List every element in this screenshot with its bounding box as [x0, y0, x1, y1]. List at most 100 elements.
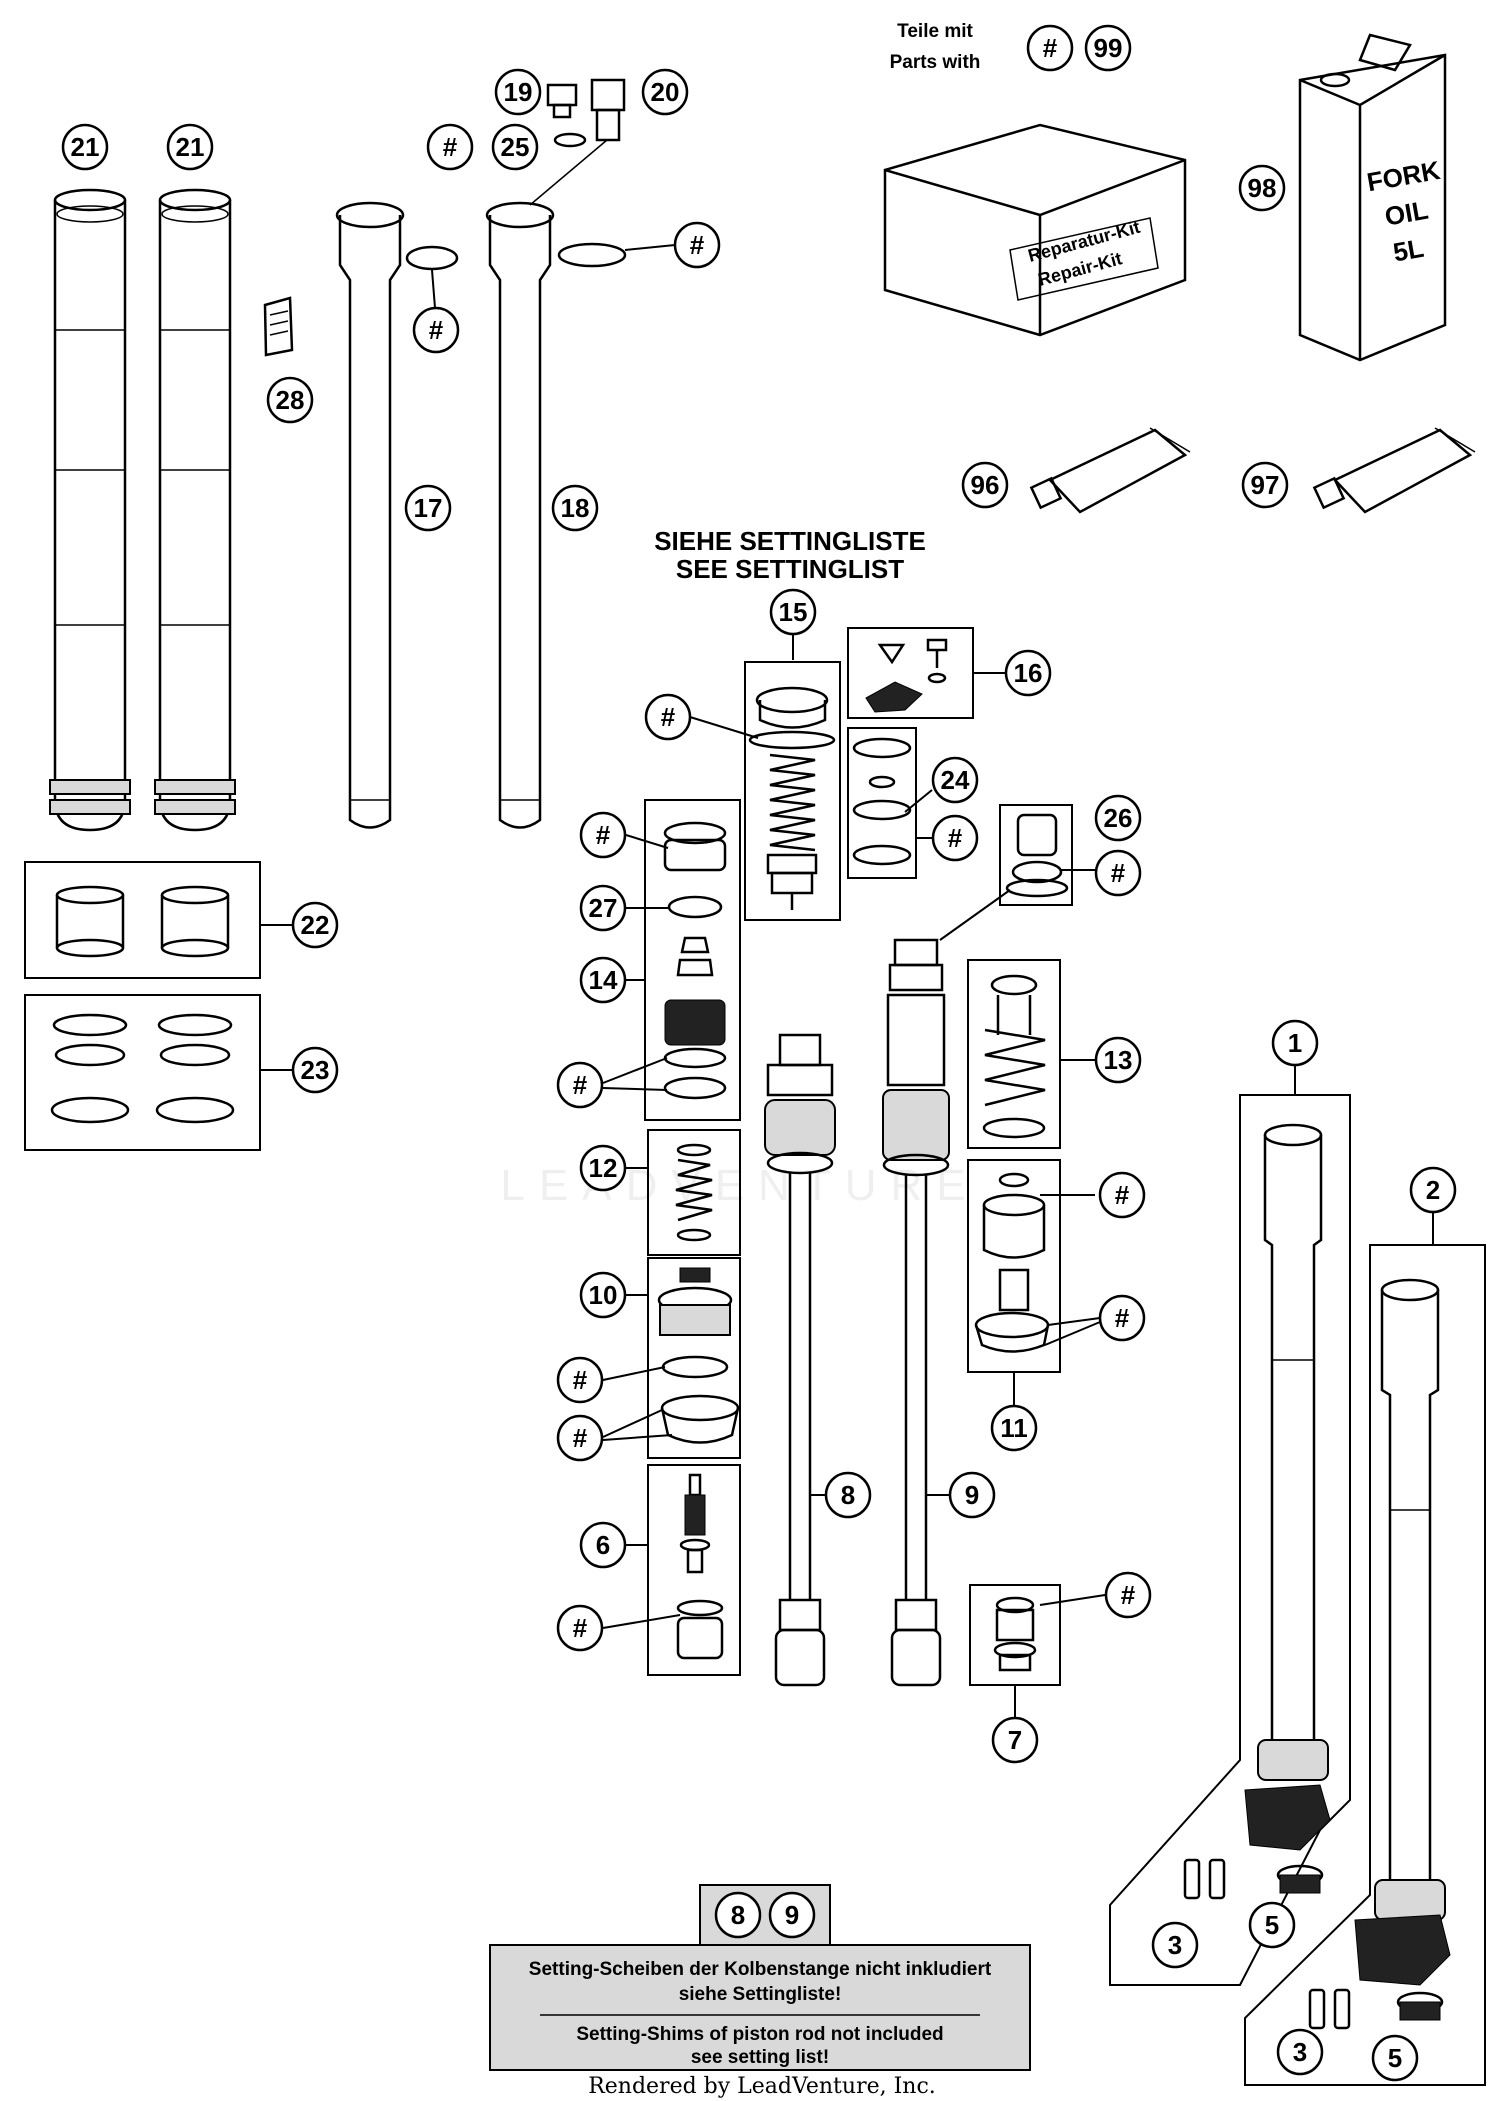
valve-6[interactable] — [676, 1473, 724, 1660]
grease-tube-97[interactable] — [1312, 427, 1476, 514]
sticker-28[interactable] — [263, 296, 294, 357]
callout-hash-24[interactable]: # — [931, 814, 979, 862]
callout-24[interactable]: 24 — [931, 756, 979, 804]
spring-12[interactable] — [675, 1143, 713, 1242]
callout-99[interactable]: 99 — [1084, 24, 1132, 72]
adjuster-parts-16[interactable] — [865, 638, 948, 713]
callout-hash-10b-label: # — [573, 1423, 588, 1453]
inner-tube-17[interactable] — [335, 201, 405, 829]
setting-note-box — [489, 1944, 1031, 2071]
callout-97[interactable]: 97 — [1241, 461, 1289, 509]
bushings-22[interactable] — [55, 885, 230, 958]
axle-bolts-3b[interactable] — [1308, 1988, 1351, 2030]
note-badge-9[interactable]: 9 — [768, 1891, 816, 1939]
callout-hash-10b[interactable]: # — [556, 1414, 604, 1462]
callout-hash-7[interactable]: # — [1104, 1571, 1152, 1619]
callout-5b[interactable]: 5 — [1371, 2034, 1419, 2082]
callout-7[interactable]: 7 — [991, 1716, 1039, 1764]
fork-oil-can[interactable]: FORK OIL 5L — [1298, 33, 1447, 362]
callout-hash-kit[interactable]: # — [1026, 24, 1074, 72]
callout-14[interactable]: 14 — [579, 956, 627, 1004]
callout-2[interactable]: 2 — [1409, 1166, 1457, 1214]
grease-tube-96[interactable] — [1029, 427, 1191, 514]
oil-can-line2: OIL — [1382, 195, 1430, 232]
callout-20[interactable]: 20 — [641, 68, 689, 116]
cap-20[interactable] — [590, 78, 626, 142]
inner-tube-18[interactable] — [485, 201, 555, 829]
o-ring-18[interactable] — [557, 242, 627, 268]
callout-19[interactable]: 19 — [494, 68, 542, 116]
callout-17[interactable]: 17 — [404, 484, 452, 532]
callout-3a[interactable]: 3 — [1151, 1921, 1199, 1969]
callout-98[interactable]: 98 — [1238, 164, 1286, 212]
callout-7-label: 7 — [1008, 1725, 1022, 1755]
callout-hash-18[interactable]: # — [673, 221, 721, 269]
spring-valve-13[interactable] — [982, 974, 1046, 1139]
callout-26[interactable]: 26 — [1094, 794, 1142, 842]
piston-10[interactable] — [657, 1267, 740, 1444]
o-ring-17[interactable] — [405, 245, 459, 271]
callout-12-label: 12 — [589, 1153, 618, 1183]
callout-12[interactable]: 12 — [579, 1144, 627, 1192]
callout-hash-11a[interactable]: # — [1098, 1171, 1146, 1219]
callout-96[interactable]: 96 — [961, 461, 1009, 509]
fork-leg-1[interactable] — [1244, 1123, 1331, 1851]
damper-cartridge-15[interactable] — [748, 686, 836, 910]
callout-hash-10a-label: # — [573, 1365, 588, 1395]
callout-11[interactable]: 11 — [990, 1404, 1038, 1452]
callout-hash-kit-label: # — [1043, 33, 1058, 63]
note-badge-8-label: 8 — [731, 1900, 745, 1930]
axle-bolts-3a[interactable] — [1183, 1858, 1226, 1900]
repair-kit-box[interactable]: Reparatur-Kit Repair-Kit — [883, 123, 1187, 337]
valve-7[interactable] — [993, 1596, 1037, 1672]
callout-28[interactable]: 28 — [266, 376, 314, 424]
seal-box-23 — [24, 994, 261, 1151]
callout-hash-17-label: # — [429, 315, 444, 345]
callout-22[interactable]: 22 — [291, 901, 339, 949]
callout-9[interactable]: 9 — [948, 1471, 996, 1519]
callout-hash-26[interactable]: # — [1094, 849, 1142, 897]
plug-19[interactable] — [546, 83, 578, 119]
callout-13-label: 13 — [1104, 1045, 1133, 1075]
callout-16[interactable]: 16 — [1004, 649, 1052, 697]
assembly-box-24 — [847, 727, 917, 879]
bushings-24[interactable] — [852, 737, 912, 866]
valve-14[interactable] — [663, 821, 727, 1100]
callout-hash-14a[interactable]: # — [579, 811, 627, 859]
callout-25[interactable]: 25 — [491, 123, 539, 171]
callout-hash-11b[interactable]: # — [1098, 1294, 1146, 1342]
fork-leg-2[interactable] — [1354, 1278, 1451, 1986]
callout-18[interactable]: 18 — [551, 484, 599, 532]
valve-26[interactable] — [1005, 813, 1069, 898]
callout-21-left[interactable]: 21 — [61, 123, 109, 171]
outer-tube-21-left[interactable] — [49, 188, 131, 832]
callout-15[interactable]: 15 — [769, 588, 817, 636]
washer-25[interactable] — [553, 132, 587, 148]
nut-5a[interactable] — [1276, 1864, 1324, 1894]
callout-97-label: 97 — [1251, 470, 1280, 500]
callout-23[interactable]: 23 — [291, 1046, 339, 1094]
callout-8[interactable]: 8 — [824, 1471, 872, 1519]
callout-3b[interactable]: 3 — [1276, 2028, 1324, 2076]
note-en-line2: see setting list! — [691, 2047, 829, 2068]
callout-21-right[interactable]: 21 — [166, 123, 214, 171]
callout-6[interactable]: 6 — [579, 1521, 627, 1569]
piston-11[interactable] — [974, 1172, 1050, 1353]
callout-hash-25[interactable]: # — [426, 123, 474, 171]
nut-5b[interactable] — [1396, 1991, 1444, 2021]
callout-hash-15[interactable]: # — [644, 693, 692, 741]
callout-27[interactable]: 27 — [579, 884, 627, 932]
callout-13[interactable]: 13 — [1094, 1036, 1142, 1084]
callout-5a[interactable]: 5 — [1248, 1901, 1296, 1949]
outer-tube-21-right[interactable] — [154, 188, 236, 832]
callout-10[interactable]: 10 — [579, 1271, 627, 1319]
callout-hash-17[interactable]: # — [412, 306, 460, 354]
piston-rod-9[interactable] — [882, 938, 950, 1687]
callout-hash-14b[interactable]: # — [556, 1061, 604, 1109]
callout-hash-6[interactable]: # — [556, 1604, 604, 1652]
callout-hash-10a[interactable]: # — [556, 1356, 604, 1404]
note-badge-8[interactable]: 8 — [714, 1891, 762, 1939]
seals-23[interactable] — [50, 1013, 235, 1124]
piston-rod-8[interactable] — [764, 1033, 836, 1687]
callout-1[interactable]: 1 — [1271, 1019, 1319, 1067]
